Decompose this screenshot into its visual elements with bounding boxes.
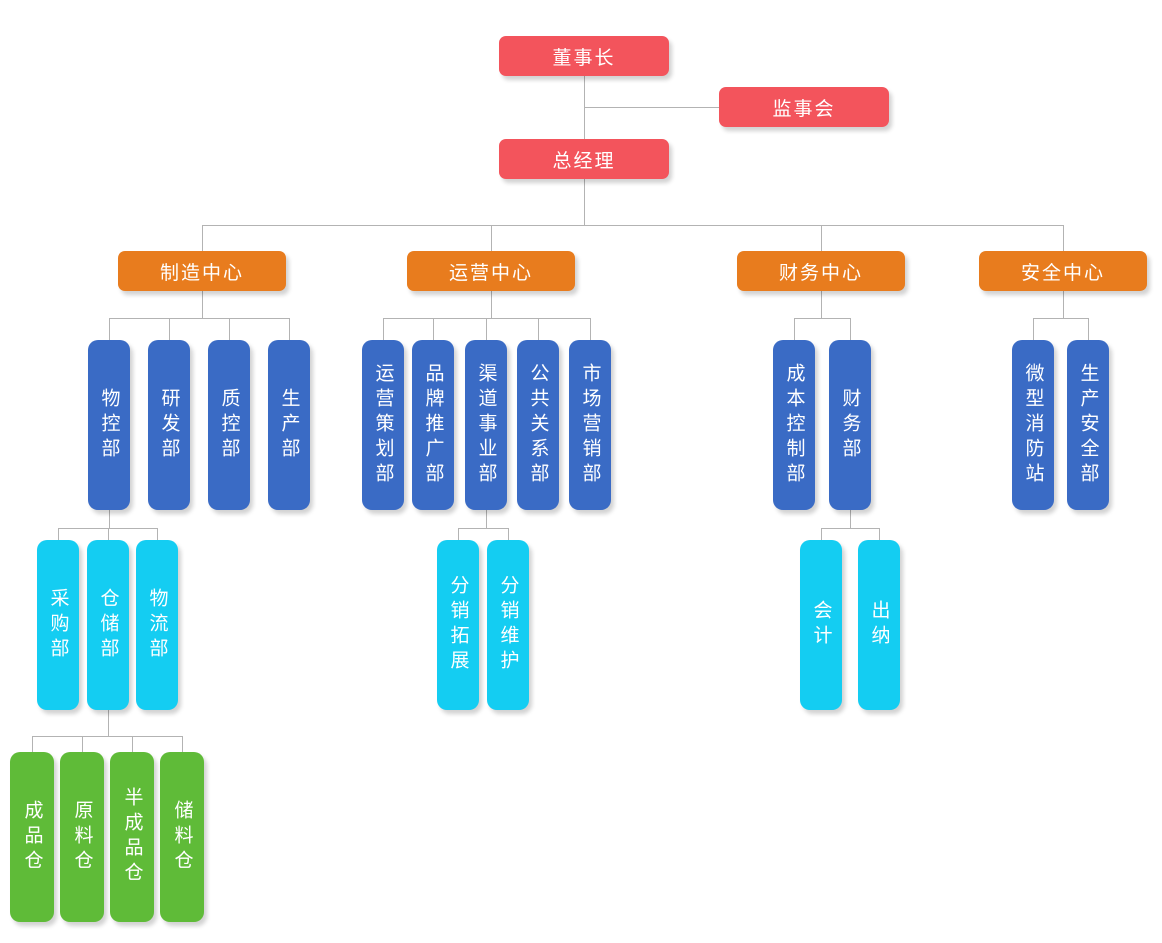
node-raw-material-warehouse[interactable]: 原料仓 bbox=[60, 752, 104, 922]
connector-line bbox=[590, 318, 591, 340]
connector-line bbox=[458, 528, 508, 529]
connector-line bbox=[821, 291, 822, 318]
connector-line bbox=[850, 510, 851, 528]
connector-line bbox=[879, 528, 880, 540]
node-quality-control-dept[interactable]: 质控部 bbox=[208, 340, 250, 510]
node-operations-center[interactable]: 运营中心 bbox=[407, 251, 575, 291]
node-safety-center[interactable]: 安全中心 bbox=[979, 251, 1147, 291]
node-general-manager[interactable]: 总经理 bbox=[499, 139, 669, 179]
node-semi-finished-warehouse[interactable]: 半成品仓 bbox=[110, 752, 154, 922]
connector-line bbox=[109, 318, 110, 340]
connector-line bbox=[821, 528, 822, 540]
node-distribution-maintenance[interactable]: 分销维护 bbox=[487, 540, 529, 710]
connector-line bbox=[584, 179, 585, 225]
connector-line bbox=[82, 736, 83, 752]
connector-line bbox=[1063, 225, 1064, 251]
connector-line bbox=[58, 528, 157, 529]
connector-line bbox=[458, 528, 459, 540]
node-production-safety-dept[interactable]: 生产安全部 bbox=[1067, 340, 1109, 510]
node-chairman[interactable]: 董事长 bbox=[499, 36, 669, 76]
connector-line bbox=[1033, 318, 1088, 319]
connector-line bbox=[383, 318, 384, 340]
connector-line bbox=[821, 528, 879, 529]
node-distribution-expansion[interactable]: 分销拓展 bbox=[437, 540, 479, 710]
connector-line bbox=[58, 528, 59, 540]
node-purchasing-dept[interactable]: 采购部 bbox=[37, 540, 79, 710]
connector-line bbox=[1033, 318, 1034, 340]
connector-line bbox=[289, 318, 290, 340]
connector-line bbox=[821, 225, 822, 251]
connector-line bbox=[32, 736, 182, 737]
connector-line bbox=[132, 736, 133, 752]
connector-line bbox=[794, 318, 795, 340]
node-finance-dept[interactable]: 财务部 bbox=[829, 340, 871, 510]
connector-line bbox=[109, 318, 289, 319]
node-accounting[interactable]: 会计 bbox=[800, 540, 842, 710]
connector-line bbox=[202, 291, 203, 318]
connector-line bbox=[491, 225, 492, 251]
connector-line bbox=[202, 225, 203, 251]
node-cost-control-dept[interactable]: 成本控制部 bbox=[773, 340, 815, 510]
connector-line bbox=[202, 225, 1063, 226]
node-brand-promotion-dept[interactable]: 品牌推广部 bbox=[412, 340, 454, 510]
node-supervisory-board[interactable]: 监事会 bbox=[719, 87, 889, 127]
connector-line bbox=[584, 107, 719, 108]
connector-line bbox=[508, 528, 509, 540]
connector-line bbox=[182, 736, 183, 752]
connector-line bbox=[229, 318, 230, 340]
connector-line bbox=[1088, 318, 1089, 340]
connector-line bbox=[486, 318, 487, 340]
connector-line bbox=[486, 510, 487, 528]
node-logistics-dept[interactable]: 物流部 bbox=[136, 540, 178, 710]
connector-line bbox=[538, 318, 539, 340]
node-operations-planning-dept[interactable]: 运营策划部 bbox=[362, 340, 404, 510]
connector-line bbox=[109, 510, 110, 528]
node-finished-goods-warehouse[interactable]: 成品仓 bbox=[10, 752, 54, 922]
node-cashier[interactable]: 出纳 bbox=[858, 540, 900, 710]
connector-line bbox=[433, 318, 434, 340]
connector-line bbox=[491, 291, 492, 318]
connector-line bbox=[32, 736, 33, 752]
node-production-dept[interactable]: 生产部 bbox=[268, 340, 310, 510]
connector-line bbox=[169, 318, 170, 340]
connector-line bbox=[157, 528, 158, 540]
node-material-control-dept[interactable]: 物控部 bbox=[88, 340, 130, 510]
connector-line bbox=[1063, 291, 1064, 318]
node-finance-center[interactable]: 财务中心 bbox=[737, 251, 905, 291]
node-marketing-dept[interactable]: 市场营销部 bbox=[569, 340, 611, 510]
node-rnd-dept[interactable]: 研发部 bbox=[148, 340, 190, 510]
node-channel-business-dept[interactable]: 渠道事业部 bbox=[465, 340, 507, 510]
connector-line bbox=[794, 318, 850, 319]
connector-line bbox=[850, 318, 851, 340]
connector-line bbox=[108, 710, 109, 736]
connector-line bbox=[108, 528, 109, 540]
node-warehousing-dept[interactable]: 仓储部 bbox=[87, 540, 129, 710]
node-storage-warehouse[interactable]: 储料仓 bbox=[160, 752, 204, 922]
node-public-relations-dept[interactable]: 公共关系部 bbox=[517, 340, 559, 510]
node-manufacturing-center[interactable]: 制造中心 bbox=[118, 251, 286, 291]
node-mini-fire-station[interactable]: 微型消防站 bbox=[1012, 340, 1054, 510]
